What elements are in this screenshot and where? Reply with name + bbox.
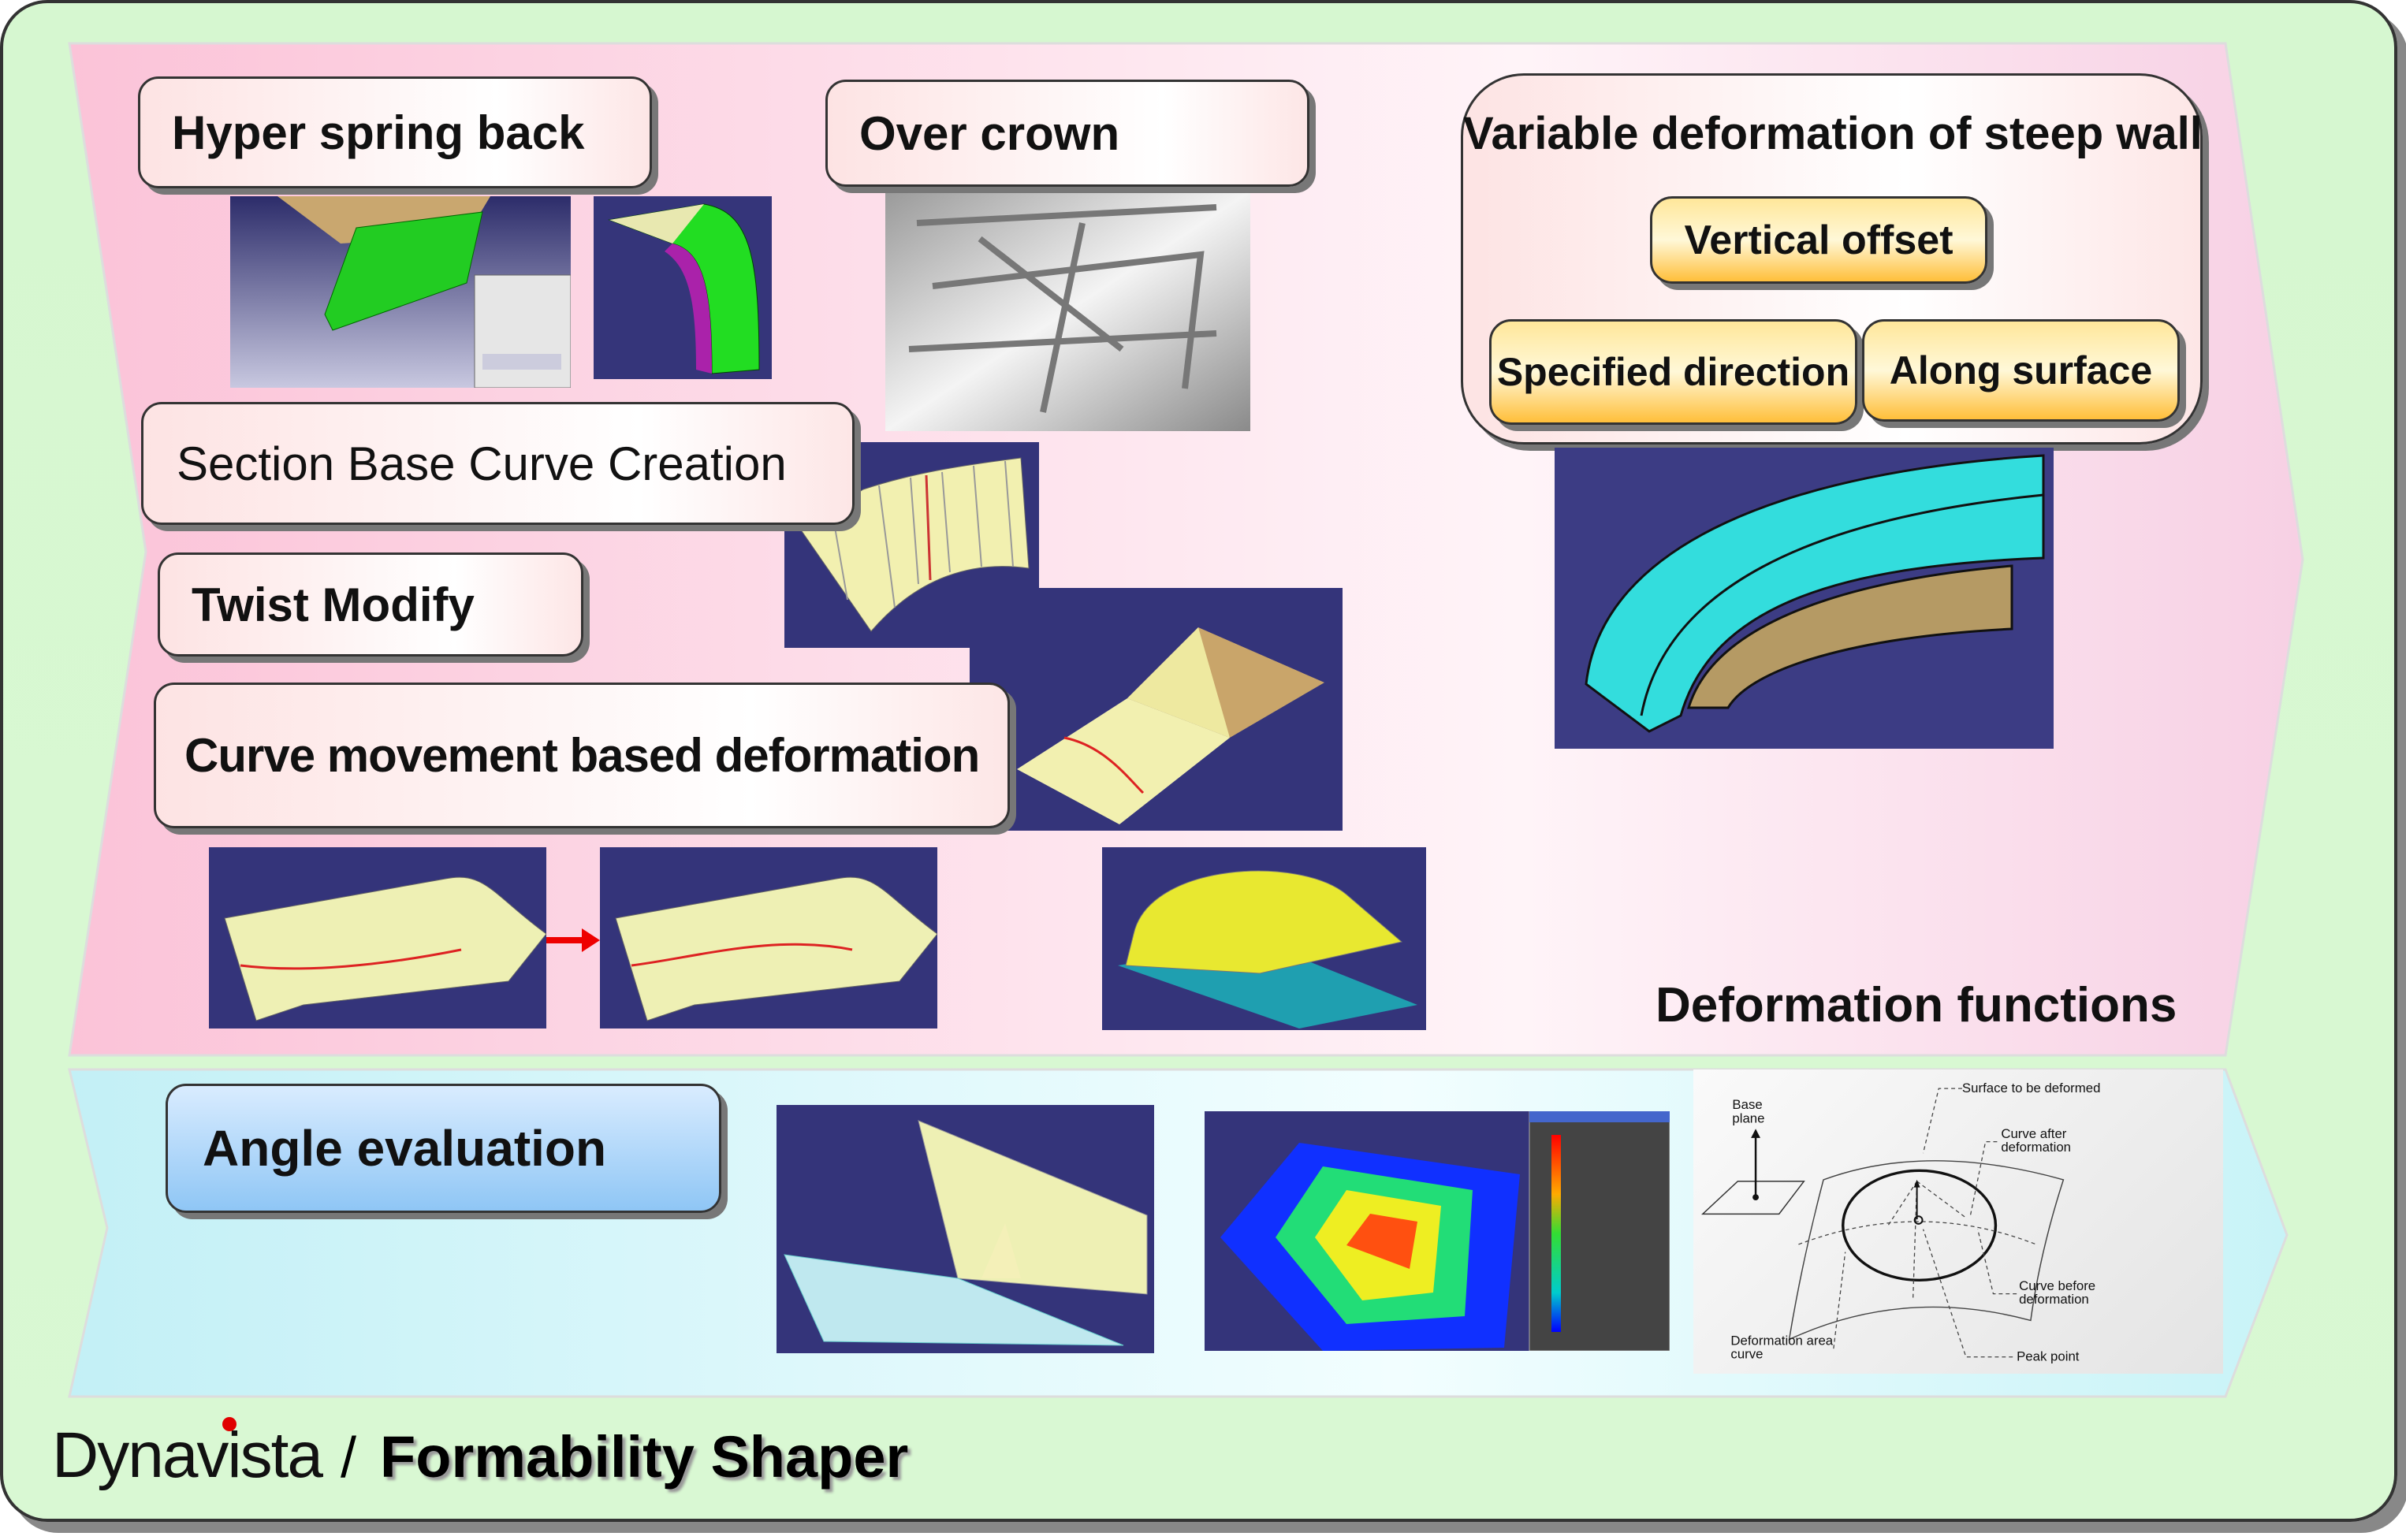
specified-direction-label: Specified direction bbox=[1489, 319, 1857, 425]
deformation-concept-diagram: Base plane Surface to be deformed Curve … bbox=[1693, 1069, 2223, 1374]
spring-back-model-image bbox=[594, 196, 772, 379]
product-title: Formability Shaper bbox=[380, 1424, 909, 1490]
curve-movement-result-image bbox=[1102, 847, 1426, 1030]
red-arrow-icon bbox=[546, 928, 600, 952]
footer-title: Dynavista / Formability Shaper bbox=[52, 1417, 909, 1493]
over-crown-image bbox=[885, 192, 1250, 431]
vertical-offset-label: Vertical offset bbox=[1650, 196, 1987, 284]
angle-evaluation-image bbox=[777, 1105, 1154, 1353]
diagram-label: Peak point bbox=[2017, 1349, 2080, 1364]
curve-before-image bbox=[209, 847, 546, 1029]
angle-contour-image bbox=[1205, 1111, 1670, 1351]
diagram-label: Surface to be deformed bbox=[1962, 1081, 2100, 1095]
curve-movement-label: Curve movement based deformation bbox=[154, 683, 1010, 828]
along-surface-label: Along surface bbox=[1862, 319, 2180, 422]
twist-modify-label: Twist Modify bbox=[158, 552, 583, 657]
diagram-label: Base bbox=[1732, 1097, 1762, 1112]
over-crown-label: Over crown bbox=[825, 80, 1309, 187]
twist-modify-image bbox=[970, 588, 1343, 831]
title-separator: / bbox=[341, 1427, 357, 1490]
hyper-spring-back-label: Hyper spring back bbox=[138, 76, 652, 188]
diagram-label: deformation bbox=[2001, 1140, 2071, 1155]
diagram-label: Curve before bbox=[2019, 1278, 2095, 1293]
hyper-spring-back-image bbox=[230, 196, 571, 388]
curve-after-image bbox=[600, 847, 937, 1029]
diagram-label: deformation bbox=[2019, 1292, 2089, 1307]
diagram-label: plane bbox=[1732, 1111, 1764, 1126]
section-base-curve-label: Section Base Curve Creation bbox=[141, 402, 855, 525]
steep-wall-title: Variable deformation of steep wall bbox=[1463, 108, 2203, 159]
base-plane-shape bbox=[1701, 1181, 1805, 1215]
diagram-label: Deformation area bbox=[1730, 1334, 1834, 1348]
steep-wall-image bbox=[1555, 448, 2054, 749]
deformation-functions-heading: Deformation functions bbox=[1656, 978, 2177, 1032]
dynavista-logo: Dynavista bbox=[52, 1419, 323, 1491]
angle-evaluation-label: Angle evaluation bbox=[166, 1084, 721, 1213]
diagram-label: Curve after bbox=[2001, 1126, 2067, 1141]
logo-red-dot bbox=[222, 1417, 237, 1431]
diagram-label: curve bbox=[1730, 1347, 1763, 1362]
